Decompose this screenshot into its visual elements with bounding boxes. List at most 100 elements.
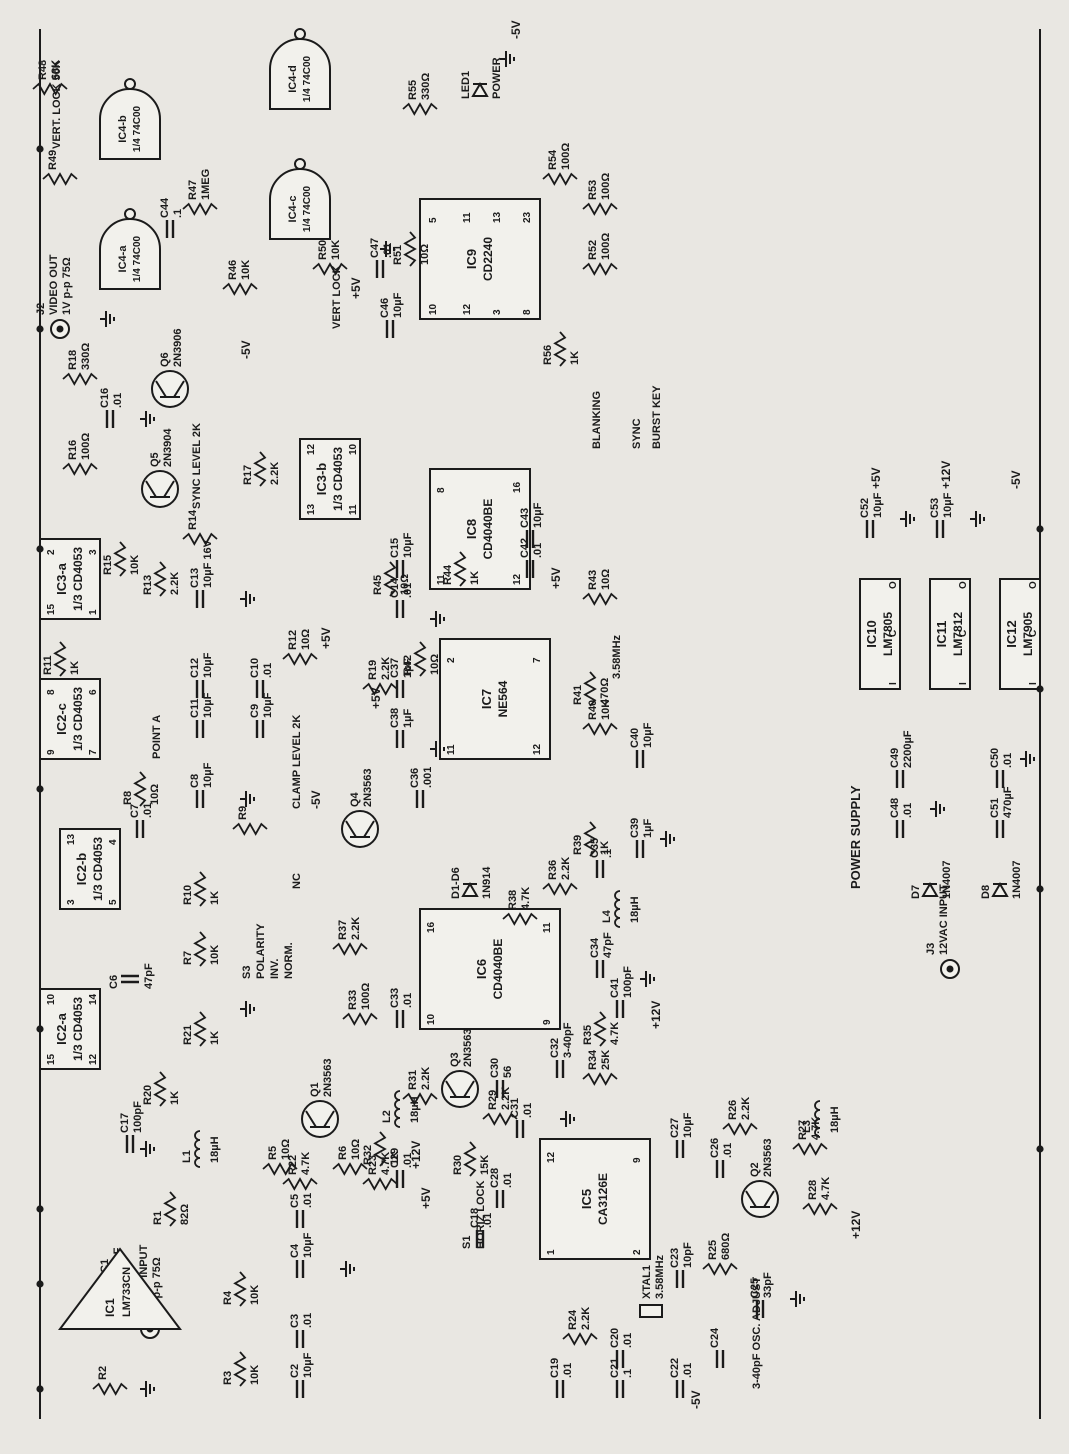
ground-icon: [500, 51, 515, 67]
capacitor-value: .01: [532, 543, 544, 558]
capacitor-c21: C21.1: [609, 1358, 634, 1398]
pin-number: 12: [532, 743, 543, 755]
control-label: VERT. LOCK 50K: [51, 60, 63, 149]
test-point-label: POINT A: [151, 715, 163, 759]
ic-ref: IC12: [1004, 620, 1019, 647]
ic-body: [59, 828, 121, 910]
inductor-coil: [814, 1100, 821, 1138]
transistor-body: [441, 1070, 479, 1108]
pin-number: 1: [546, 1249, 557, 1255]
supply-rail-label: -5V: [309, 790, 323, 809]
transistor-ref: Q6: [159, 352, 171, 367]
regulator-pin: O: [958, 581, 969, 589]
control-label: 3-40pF OSC. ADJUST: [751, 1277, 763, 1389]
resistor-value: 1MEG: [200, 169, 212, 200]
supply-rail-label: +5V: [869, 467, 883, 489]
resistor-value: 100Ω: [80, 433, 92, 460]
pin-number: 3: [88, 549, 99, 555]
resistor-ref: R56: [542, 345, 554, 365]
diode-part: 1N914: [481, 866, 493, 899]
ic-part: CA3126E: [596, 1173, 610, 1225]
capacitor-value: .01: [682, 1363, 694, 1378]
resistor-ref: R41: [572, 685, 584, 705]
resistor-value: 4.7K: [609, 1022, 621, 1045]
capacitor-ref: C18: [469, 1208, 481, 1228]
ic-ref: IC4-a: [117, 245, 129, 273]
jack-pin: [56, 325, 64, 333]
ic-body: [439, 638, 551, 760]
pin-number: 10: [46, 993, 57, 1005]
resistor-ref: R52: [587, 240, 599, 260]
capacitor-value: .01: [142, 803, 154, 818]
resistor-symbol: [583, 671, 597, 707]
ic-body: [929, 578, 971, 690]
resistor-value: 4.7K: [820, 1177, 832, 1200]
pin-number: 3: [66, 899, 77, 905]
resistor-ref: R18: [67, 350, 79, 370]
capacitor-ref: C52: [859, 498, 871, 518]
resistor-ref: R6: [337, 1146, 349, 1160]
pin-number: 10: [428, 303, 439, 315]
capacitor-ref: C15: [389, 538, 401, 558]
capacitor-value: 10µF: [202, 652, 214, 678]
ic-part: 1/4 74C00: [132, 105, 143, 152]
ic-part: 1/4 74C00: [302, 185, 313, 232]
transistor-emitter: [173, 380, 185, 398]
capacitor-ref: C27: [669, 1118, 681, 1138]
resistor-value: 1K: [69, 661, 81, 675]
resistor-value: 10Ω: [300, 629, 312, 650]
resistor-value: 1K: [569, 351, 581, 365]
resistor-value: 82Ω: [179, 1204, 191, 1225]
ic-part: NE564: [496, 680, 510, 717]
capacitor-ref: C40: [629, 728, 641, 748]
transistor-body: [741, 1180, 779, 1218]
capacitor-ref: C10: [249, 658, 261, 678]
inductor-value: 18µH: [409, 1096, 421, 1123]
capacitor-ref: C26: [709, 1138, 721, 1158]
ic-ref: IC5: [579, 1189, 594, 1209]
nand-bubble: [294, 158, 306, 170]
regulator-pin: C: [888, 630, 899, 637]
resistor-ref: R3: [222, 1371, 234, 1385]
crystal-ref: XTAL1: [641, 1265, 653, 1299]
ic-ref: IC8: [464, 519, 479, 539]
resistor-ref: R4: [222, 1290, 234, 1305]
capacitor-c10: C10.01: [249, 658, 274, 698]
transistor-emitter: [363, 820, 375, 838]
ic-part: 1/3 CD4053: [331, 447, 345, 511]
resistor-ref: R1: [152, 1211, 164, 1225]
resistor-symbol: [193, 871, 207, 907]
resistor-symbol: [583, 821, 597, 857]
resistor-symbol: [233, 1351, 247, 1387]
resistor-ref: R32: [362, 1145, 374, 1165]
junction-dot: [36, 145, 44, 153]
pin-number: 2: [46, 549, 57, 555]
capacitor-value: 56: [502, 1066, 514, 1078]
capacitor-value: 10µF: [942, 492, 954, 518]
resistor-value: 1K: [599, 841, 611, 855]
diode-part: POWER: [491, 57, 503, 99]
resistor-symbol: [193, 931, 207, 967]
pin-number: 12: [546, 1151, 557, 1163]
capacitor-ref: C46: [379, 298, 391, 318]
resistor-ref: R45: [372, 575, 384, 595]
resistor-symbol: [92, 1382, 128, 1396]
pin-number: 10: [348, 443, 359, 455]
resistor-ref: R55: [407, 80, 419, 100]
